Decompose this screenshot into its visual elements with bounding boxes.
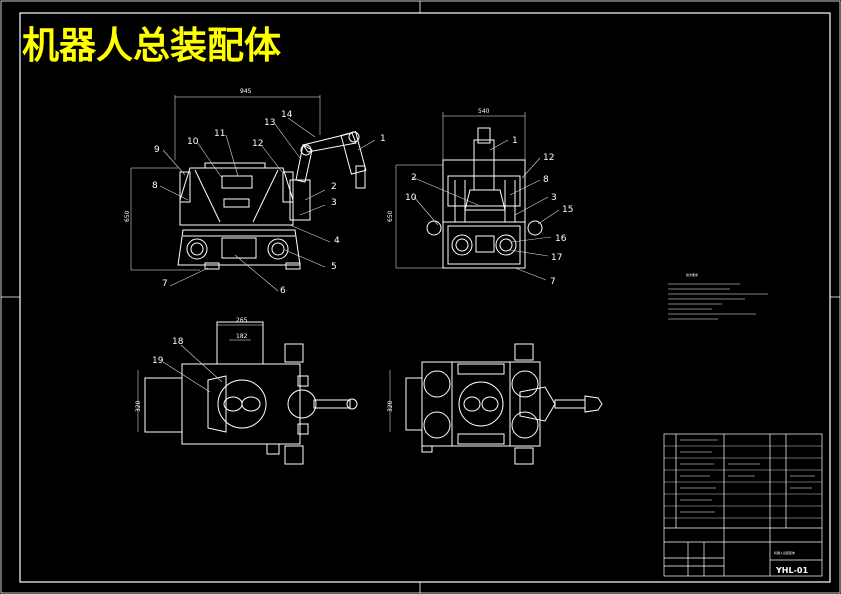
front-view-labels: 9 10 11 12 13 14 1 8 2 3 4 5 6 7 945 650	[124, 88, 386, 296]
dimension-text: 945	[240, 88, 252, 95]
top-view-leaders	[162, 344, 223, 393]
top-view-labels: 18 19 265 182 320	[135, 317, 248, 412]
part-label: 17	[551, 253, 562, 263]
part-label: 7	[550, 277, 556, 287]
part-label: 5	[331, 262, 337, 272]
bottom-view-labels: 320	[387, 400, 394, 412]
part-label: 19	[152, 356, 164, 366]
dimension-text: 182	[236, 333, 248, 340]
dimension-text: 320	[135, 400, 142, 412]
part-label: 7	[162, 279, 168, 289]
drawing-number: YHL-01	[775, 566, 808, 575]
part-label: 8	[543, 175, 549, 185]
part-label: 18	[172, 337, 184, 347]
part-label: 4	[334, 236, 340, 246]
part-label: 3	[551, 193, 557, 203]
title-block-rows	[664, 439, 822, 519]
part-label: 6	[280, 286, 286, 296]
bottom-view	[389, 343, 603, 465]
side-view-leaders	[411, 139, 560, 281]
part-label: 1	[512, 136, 518, 146]
part-label: 3	[331, 198, 337, 208]
technical-notes: 技术要求	[668, 272, 768, 320]
dimension-text: 650	[124, 210, 131, 222]
part-label: 11	[214, 129, 225, 139]
front-view-leaders	[159, 117, 376, 292]
part-label: 9	[154, 145, 160, 155]
part-label: 14	[281, 110, 293, 120]
title-block-name: 机器人总装配体	[774, 550, 795, 555]
part-label: 12	[543, 153, 554, 163]
side-view-labels: 1 12 2 8 3 10 15 16 17 7 540 650	[387, 108, 573, 287]
side-view	[395, 112, 543, 269]
dimension-text: 650	[387, 210, 394, 222]
top-view	[137, 321, 358, 465]
title-block-text: 机器人总装配体 YHL-01	[774, 550, 808, 575]
part-label: 16	[555, 234, 567, 244]
part-label: 10	[405, 193, 417, 203]
part-label: 12	[252, 139, 263, 149]
part-label: 8	[152, 181, 158, 191]
dimension-text: 265	[236, 317, 248, 324]
part-label: 2	[411, 173, 417, 183]
part-label: 13	[264, 118, 275, 128]
part-label: 10	[187, 137, 199, 147]
part-label: 15	[562, 205, 573, 215]
dimension-text: 540	[478, 108, 490, 115]
part-label: 2	[331, 182, 337, 192]
front-view	[130, 95, 367, 271]
dimension-text: 320	[387, 400, 394, 412]
sheet-inner-border	[19, 12, 831, 583]
title-block	[663, 433, 823, 577]
part-label: 1	[380, 134, 386, 144]
drawing-title: 机器人总装配体	[22, 24, 281, 67]
notes-heading: 技术要求	[686, 272, 698, 277]
